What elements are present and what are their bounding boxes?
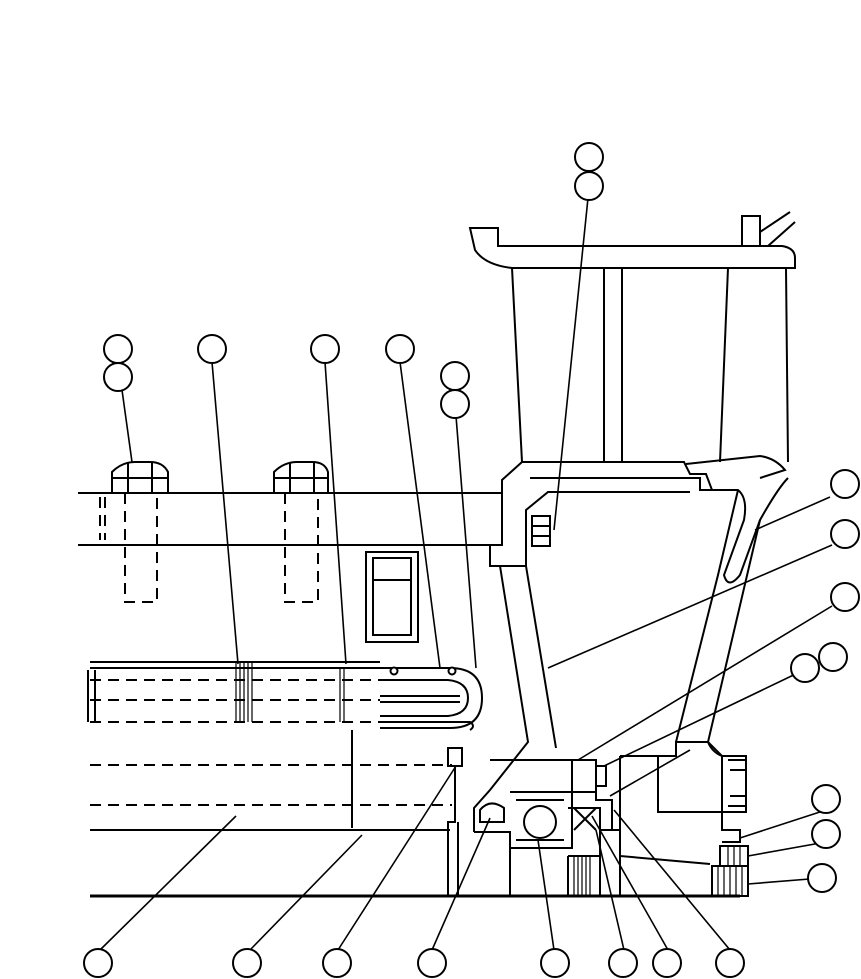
leader-lines bbox=[99, 197, 833, 951]
bearing-assembly bbox=[474, 741, 749, 897]
top-plate bbox=[78, 461, 502, 603]
seal-block bbox=[365, 551, 419, 643]
callout-n7 bbox=[652, 948, 682, 978]
callout-n6 bbox=[608, 948, 638, 978]
callout-g bbox=[830, 469, 860, 499]
callout-d bbox=[310, 334, 340, 364]
housing-casting bbox=[468, 211, 796, 832]
callout-n1 bbox=[83, 948, 113, 978]
callout-i bbox=[830, 582, 860, 612]
callout-l bbox=[811, 819, 841, 849]
callout-e bbox=[385, 334, 415, 364]
shaft bbox=[87, 661, 484, 731]
callout-m bbox=[807, 863, 837, 893]
callout-n4 bbox=[417, 948, 447, 978]
callout-j1 bbox=[790, 653, 820, 683]
callout-f1 bbox=[440, 361, 470, 391]
callouts bbox=[83, 142, 860, 978]
callout-b1 bbox=[103, 334, 133, 364]
callout-h bbox=[830, 519, 860, 549]
callout-f2 bbox=[440, 389, 470, 419]
callout-j2 bbox=[818, 642, 848, 672]
callout-n3 bbox=[322, 948, 352, 978]
lower-block bbox=[90, 730, 740, 898]
callout-a2 bbox=[574, 171, 604, 201]
callout-n5 bbox=[540, 948, 570, 978]
callout-n8 bbox=[715, 948, 745, 978]
callout-c bbox=[197, 334, 227, 364]
callout-a1 bbox=[574, 142, 604, 172]
callout-k bbox=[811, 784, 841, 814]
callout-b2 bbox=[103, 362, 133, 392]
column-bolt bbox=[531, 515, 551, 547]
callout-n2 bbox=[232, 948, 262, 978]
